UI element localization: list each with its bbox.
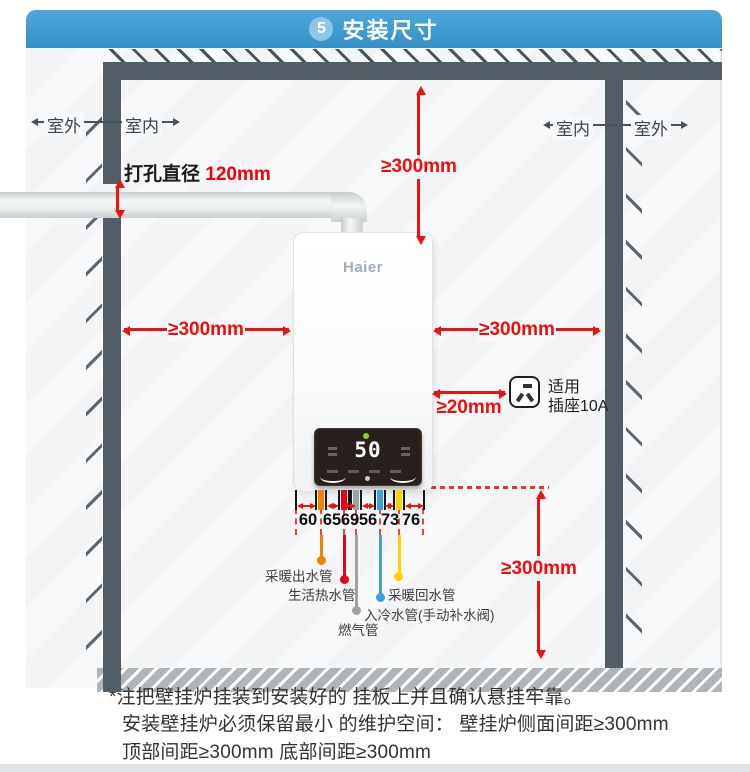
- right-wall-hatch: [626, 90, 642, 660]
- socket-clearance-value: ≥20mm: [436, 397, 502, 418]
- spacing-dash: [398, 508, 400, 535]
- status-led-icon: [363, 433, 369, 439]
- spacing-value: 56: [358, 511, 378, 529]
- hole-diameter-callout: 打孔直径 120mm: [124, 159, 271, 186]
- left-wall-upper: [103, 62, 121, 184]
- measure-tick-right: [423, 490, 425, 510]
- socket-clearance-arrow: [432, 389, 507, 399]
- pipe-stub-gas: [350, 490, 362, 510]
- socket-slot-right: [525, 392, 535, 403]
- display-button-row: [327, 470, 409, 473]
- label-outdoor-right: 室外: [631, 115, 671, 140]
- pipe-line-hot-water: [343, 535, 346, 577]
- section-number-badge: 5: [309, 17, 334, 41]
- left-orientation-arrow: [31, 118, 180, 126]
- display-left-icon: [328, 447, 337, 450]
- spacing-value: 65: [322, 511, 342, 529]
- pipe-line-heating-return: [398, 535, 401, 574]
- spacing-dash: [422, 508, 424, 535]
- spacing-arrow-6: [405, 503, 424, 509]
- hole-diameter-arrow: [115, 179, 125, 219]
- pipe-line-gas: [355, 535, 358, 608]
- pipe-label-cold-in: 入冷水管(手动补水阀): [364, 608, 495, 623]
- spacing-arrow-5: [385, 503, 394, 509]
- pipe-dot-heating-return: [394, 572, 403, 581]
- hole-diameter-value: 120mm: [205, 164, 271, 185]
- bottom-clearance-value: ≥300mm: [501, 558, 577, 579]
- flue-pipe-elbow: [331, 192, 367, 222]
- label-indoor-left: 室内: [122, 112, 162, 137]
- flue-pipe-vertical: [341, 218, 363, 234]
- ceiling: [103, 62, 722, 80]
- spacing-value: 69: [340, 511, 360, 529]
- pipe-label-hot-water: 生活热水管: [288, 588, 356, 603]
- spacing-arrow-3: [342, 503, 356, 509]
- pipe-stub-hot-water: [338, 490, 350, 510]
- display-right-icon: [401, 447, 410, 450]
- pipe-line-cold-in: [379, 535, 382, 595]
- label-outdoor-left: 室外: [44, 112, 84, 137]
- bottom-divider: [0, 764, 750, 772]
- wall-hung-boiler: Haier 50: [293, 232, 433, 492]
- pipe-label-gas: 燃气管: [338, 623, 379, 638]
- spacing-value: 73: [380, 511, 400, 529]
- note-line-1: *注把壁挂炉挂装到安装好的 挂板上并且确认悬挂牢靠。: [109, 687, 583, 708]
- spacing-value: 76: [401, 511, 421, 529]
- pipe-stub-heating-return: [393, 490, 405, 510]
- power-socket-icon: [509, 376, 540, 408]
- left-wall-hatch: [86, 90, 102, 662]
- left-wall-lower: [103, 218, 121, 692]
- spacing-dash: [295, 508, 297, 535]
- pipe-line-heating-out: [320, 535, 323, 559]
- floor: [97, 668, 722, 692]
- note-line-3: 顶部间距≥300mm 底部间距≥300mm: [122, 742, 432, 763]
- display-right-arc: [390, 471, 416, 483]
- power-icon: [365, 476, 370, 481]
- right-clearance-value: ≥300mm: [478, 319, 556, 341]
- boiler-bottom-dashed-line: [431, 486, 549, 489]
- bottom-clearance-arrow-down: [536, 581, 546, 659]
- socket-slot-top: [523, 384, 532, 388]
- spacing-dash: [320, 508, 322, 535]
- pipe-stub-cold-in: [374, 490, 386, 510]
- spacing-arrow-4: [362, 503, 375, 509]
- socket-note: 适用 插座10A: [548, 378, 608, 416]
- right-wall: [605, 80, 623, 668]
- socket-note-line1: 适用: [548, 379, 581, 396]
- note-line-2: 安装壁挂炉必须保留最小 的维护空间： 壁挂炉侧面间距≥300mm: [122, 714, 669, 735]
- top-clearance-arrow-down: [416, 179, 426, 245]
- spacing-dash: [355, 508, 357, 535]
- bottom-clearance-arrow-up: [536, 490, 546, 556]
- hole-diameter-label: 打孔直径: [124, 164, 201, 185]
- ceiling-hatch: [103, 49, 722, 62]
- display-left-arc: [320, 471, 346, 483]
- left-clearance-value: ≥300mm: [167, 319, 245, 341]
- pipe-label-heating-out: 采暖出水管: [265, 569, 333, 584]
- top-clearance-arrow-up: [416, 86, 426, 155]
- top-clearance-value: ≥300mm: [381, 156, 457, 177]
- spacing-arrow-2: [327, 503, 339, 509]
- display-panel: 50: [314, 428, 422, 486]
- section-title: 安装尺寸: [342, 18, 439, 43]
- pipe-dot-heating-out: [317, 556, 326, 565]
- measure-tick-left: [295, 490, 297, 510]
- pipe-dot-cold-in: [376, 593, 385, 602]
- spacing-value: 60: [298, 511, 318, 529]
- flue-pipe-horizontal: [0, 192, 340, 218]
- right-orientation-arrow: [543, 121, 688, 129]
- haier-logo: Haier: [342, 259, 384, 276]
- card-right-border: [720, 48, 722, 688]
- pipe-label-heating-return: 采暖回水管: [388, 588, 456, 603]
- socket-note-line2: 插座10A: [548, 398, 609, 416]
- label-indoor-right: 室内: [553, 115, 593, 140]
- pipe-dot-gas: [352, 606, 361, 615]
- pipe-stub-heating-out: [315, 490, 327, 510]
- spacing-dash: [379, 508, 381, 535]
- pipe-dot-hot-water: [340, 575, 349, 584]
- spacing-arrow-1: [297, 503, 316, 509]
- spacing-dash: [343, 508, 345, 535]
- socket-slot-left: [515, 392, 525, 403]
- display-temperature: 50: [354, 438, 382, 462]
- section-header: 5 安装尺寸: [26, 10, 722, 48]
